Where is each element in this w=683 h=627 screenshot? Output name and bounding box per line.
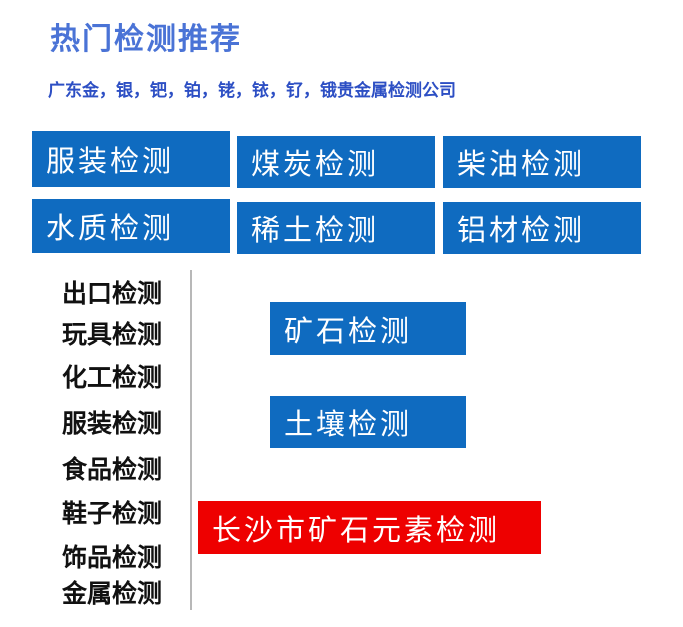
list-item-export-testing[interactable]: 出口检测 — [62, 279, 163, 308]
tile-water-quality-testing[interactable]: 水质检测 — [32, 199, 230, 253]
list-item-toy-testing[interactable]: 玩具检测 — [62, 320, 163, 349]
tile-rare-earth-testing[interactable]: 稀土检测 — [237, 202, 435, 254]
page-title: 热门检测推荐 — [50, 22, 242, 57]
side-service-list: 出口检测 玩具检测 化工检测 服装检测 食品检测 鞋子检测 饰品检测 金属检测 — [62, 270, 192, 610]
tile-clothing-testing[interactable]: 服装检测 — [32, 131, 230, 187]
list-item-jewelry-testing[interactable]: 饰品检测 — [62, 543, 163, 572]
tile-changsha-ore-element-testing[interactable]: 长沙市矿石元素检测 — [198, 501, 541, 554]
page-subtitle: 广东金，银，钯，铂，铑，铱，钌，锇贵金属检测公司 — [48, 81, 456, 101]
list-item-metal-testing[interactable]: 金属检测 — [62, 579, 163, 608]
tile-coal-testing[interactable]: 煤炭检测 — [237, 136, 435, 188]
tile-ore-testing[interactable]: 矿石检测 — [270, 302, 466, 355]
list-item-chemical-testing[interactable]: 化工检测 — [62, 363, 163, 392]
list-item-food-testing[interactable]: 食品检测 — [62, 455, 163, 484]
tile-diesel-testing[interactable]: 柴油检测 — [443, 136, 641, 188]
tile-soil-testing[interactable]: 土壤检测 — [270, 396, 466, 448]
list-item-clothing-testing[interactable]: 服装检测 — [62, 409, 163, 438]
list-item-shoe-testing[interactable]: 鞋子检测 — [62, 499, 163, 528]
tile-aluminum-testing[interactable]: 铝材检测 — [443, 202, 641, 254]
